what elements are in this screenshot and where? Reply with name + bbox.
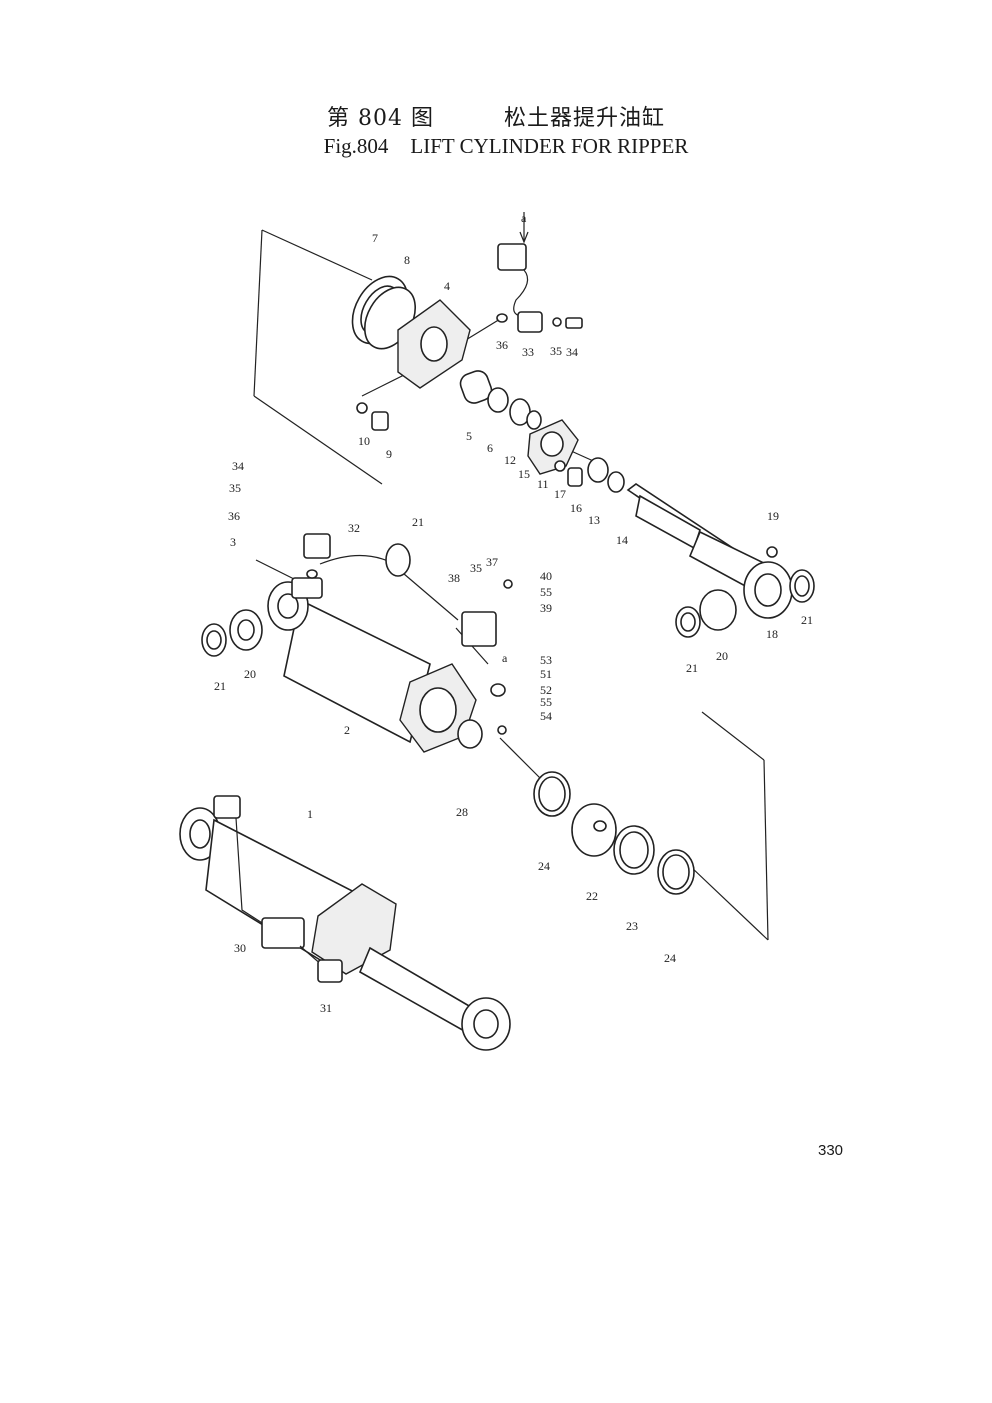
piston-rod [626,483,815,638]
part-label-33: 33 [522,345,534,359]
part-label-2: 2 [344,723,350,737]
part-label-23: 23 [626,919,638,933]
part-label-55: 55 [540,695,552,709]
part-label-11: 11 [537,477,549,491]
part-label-40: 40 [540,569,552,583]
part-label-24: 24 [538,859,550,873]
part-label-17: 17 [554,487,566,501]
part-label-14: 14 [616,533,628,547]
part-label-20: 20 [244,667,256,681]
part-label-16: 16 [570,501,582,515]
part-label-24: 24 [664,951,676,965]
part-label-35: 35 [229,481,241,495]
part-label-22: 22 [586,889,598,903]
part-label-51: 51 [540,667,552,681]
figure-number-en: Fig.804 [323,134,389,158]
part-label-6: 6 [487,441,493,455]
part-label-12: 12 [504,453,516,467]
part-label-21: 21 [412,515,424,529]
title-chinese: 第 804 图 松土器提升油缸 [0,100,992,132]
part-label-3: 3 [230,535,236,549]
title-english: Fig.804 LIFT CYLINDER FOR RIPPER [0,134,992,159]
part-label-4: 4 [444,279,450,293]
part-label-52: 52 [540,683,552,697]
part-label-55: 55 [540,585,552,599]
part-label-39: 39 [540,601,552,615]
arrow-ref-label: a [502,651,508,665]
part-label-20: 20 [716,649,728,663]
part-label-9: 9 [386,447,392,461]
cylinder-tube [201,533,513,753]
gland-assembly [351,275,625,493]
part-label-34: 34 [232,459,244,473]
part-label-21: 21 [801,613,813,627]
part-label-19: 19 [767,509,779,523]
part-label-13: 13 [588,513,600,527]
part-label-36: 36 [496,338,508,352]
figure-name-en: LIFT CYLINDER FOR RIPPER [410,134,689,158]
part-label-37: 37 [486,555,498,569]
part-label-10: 10 [358,434,370,448]
part-label-32: 32 [348,521,360,535]
part-label-35: 35 [470,561,482,575]
page-number: 330 [818,1142,844,1159]
arrow-ref-label: a [521,211,527,225]
part-label-1: 1 [307,807,313,821]
figure-number-cn: 第 804 图 [327,106,434,131]
part-label-28: 28 [456,805,468,819]
assembled-cylinder [179,795,511,1051]
part-label-34: 34 [566,345,578,359]
upper-piping [496,212,583,333]
part-label-54: 54 [540,709,552,723]
part-label-53: 53 [540,653,552,667]
part-label-15: 15 [518,467,530,481]
figure-name-cn: 松土器提升油缸 [503,106,665,131]
piston-seals [533,771,695,895]
part-label-21: 21 [686,661,698,675]
part-labels: 1234567891011121314151617181920202121212… [214,211,813,1015]
part-label-35: 35 [550,344,562,358]
part-label-5: 5 [466,429,472,443]
part-label-21: 21 [214,679,226,693]
part-label-8: 8 [404,253,410,267]
part-label-31: 31 [320,1001,332,1015]
part-label-30: 30 [234,941,246,955]
part-label-18: 18 [766,627,778,641]
part-label-36: 36 [228,509,240,523]
part-label-38: 38 [448,571,460,585]
part-label-7: 7 [372,231,378,245]
